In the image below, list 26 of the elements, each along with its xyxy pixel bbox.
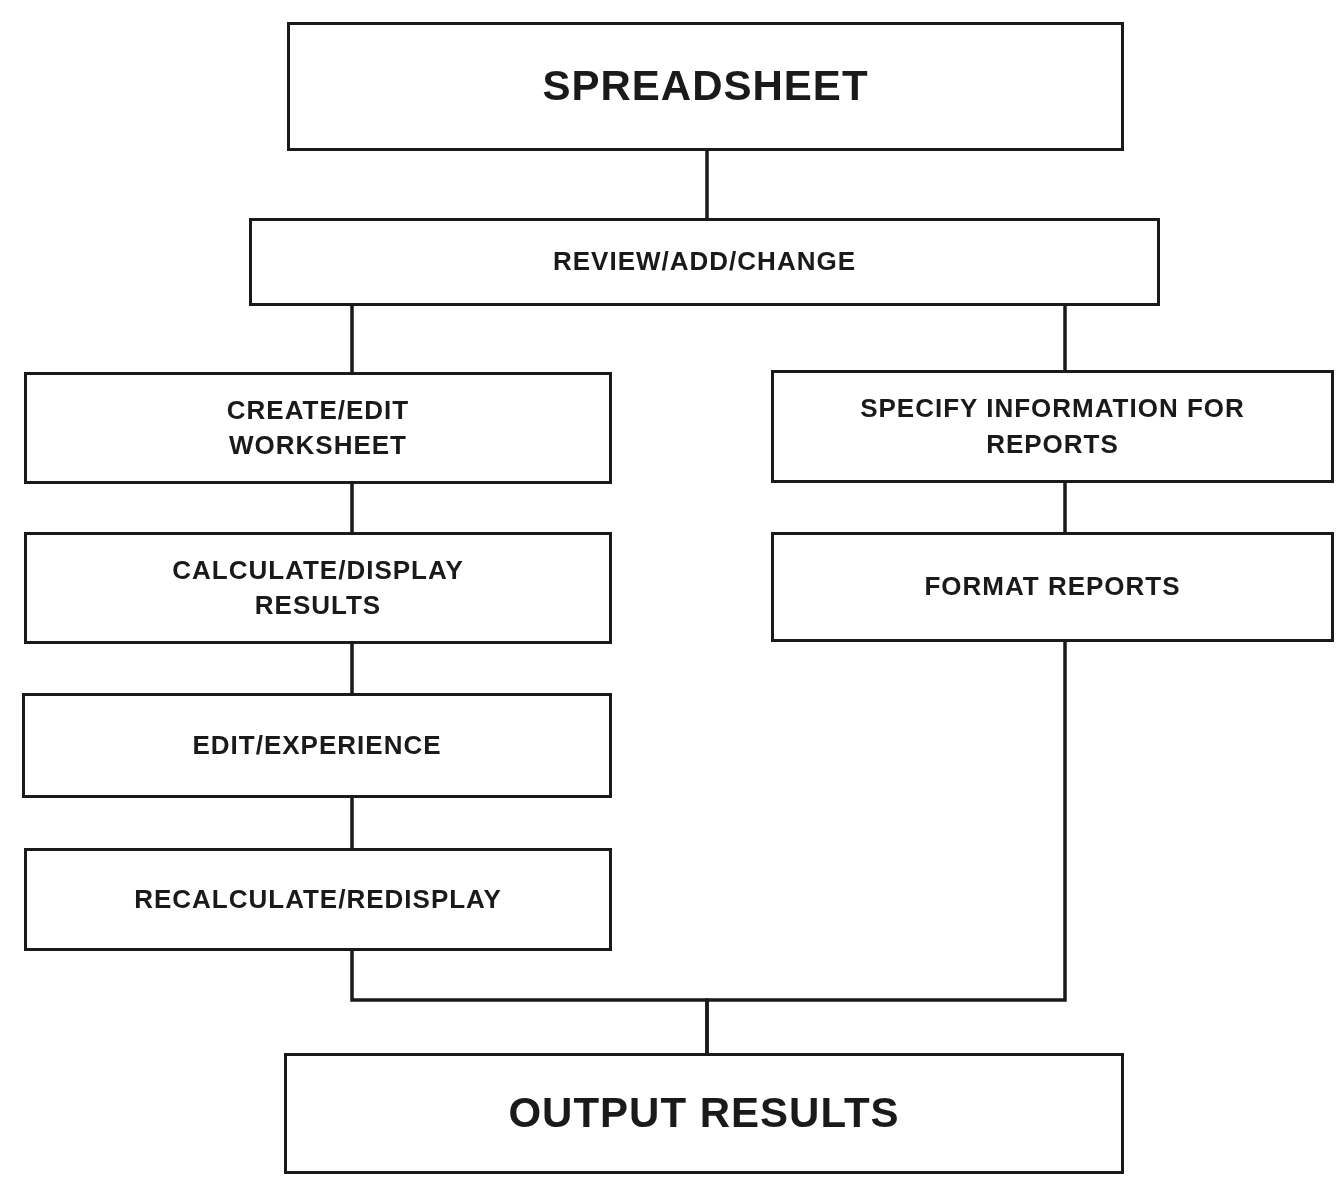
connector-line [1063,306,1067,370]
process-box [771,370,1334,483]
process-box [24,532,612,644]
box-label: CALCULATE/DISPLAY RESULTS [171,553,465,622]
process-box [287,22,1124,151]
process-box [771,532,1334,642]
process-box [284,1053,1124,1174]
process-box [24,848,612,951]
box-label: SPECIFY INFORMATION FOR REPORTS [859,392,1246,461]
connector-line [350,644,354,693]
connector-line [1063,483,1067,532]
connector-line [350,484,354,532]
connector-line [350,306,354,372]
box-label: OUTPUT RESULTS [508,1088,900,1139]
box-label: FORMAT REPORTS [924,570,1181,604]
box-label: EDIT/EXPERIENCE [192,728,442,762]
box-label: REVIEW/ADD/CHANGE [553,245,856,279]
connector-line [350,798,354,848]
box-label: SPREADSHEET [542,61,869,112]
connector-line [705,151,709,218]
connector-line [705,642,1067,1053]
process-box [24,372,612,484]
box-label: RECALCULATE/REDISPLAY [134,882,502,916]
box-label: CREATE/EDIT WORKSHEET [225,393,411,462]
process-box [249,218,1160,306]
process-box [22,693,612,798]
